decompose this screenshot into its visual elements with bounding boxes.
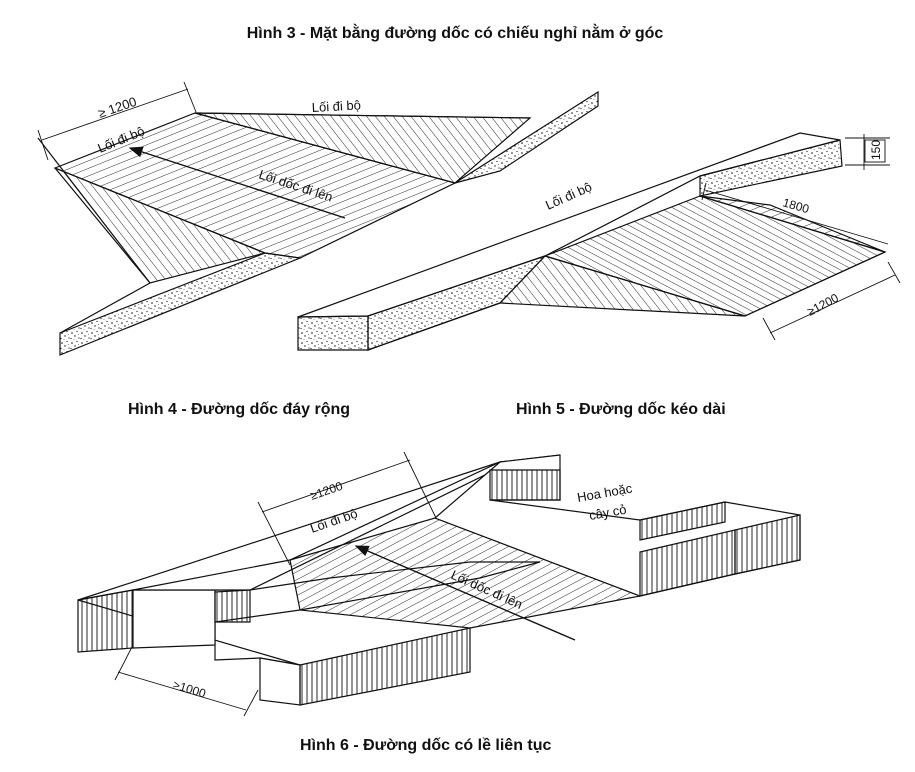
fig5-flare-near bbox=[498, 255, 746, 317]
fig6-right-face-2 bbox=[639, 501, 726, 541]
fig5-curb-front-left bbox=[297, 315, 369, 351]
fig6-left-face-inner bbox=[214, 589, 251, 623]
fig6-right-face-4 bbox=[734, 514, 801, 575]
fig6-left-face-3 bbox=[259, 657, 301, 706]
fig5-walkway-label: Lối đi bộ bbox=[543, 179, 594, 213]
fig4-curb-upper bbox=[454, 90, 599, 184]
fig6-left-face-2 bbox=[132, 589, 216, 649]
fig6-caption: Hình 6 - Đường dốc có lề liên tục bbox=[300, 737, 552, 754]
fig6-planting-label-1: Hoa hoặc bbox=[576, 480, 634, 505]
fig6-dim-gap: >1000 bbox=[171, 677, 208, 700]
fig5-diagram: Lối đi bộ 150 1800 ≥1200 bbox=[297, 132, 901, 351]
fig4-dim-width: ≥ 1200 bbox=[96, 94, 138, 121]
fig6-diagram: ≥1200 Lối đi bộ Hoa hoặc cây cỏ Lối dốc … bbox=[77, 451, 801, 717]
fig4-flare-bottom bbox=[54, 167, 267, 284]
fig6-left-face-4 bbox=[299, 627, 471, 706]
fig5-caption: Hình 5 - Đường dốc kéo dài bbox=[516, 401, 726, 418]
fig3-caption: Hình 3 - Mặt bằng đường dốc có chiếu ngh… bbox=[247, 23, 664, 42]
fig6-right-face-1 bbox=[489, 469, 561, 501]
fig5-dim-width: ≥1200 bbox=[805, 291, 841, 319]
fig4-diagram: ≥ 1200 Lối đi bộ Lối đi bộ Lối dốc đi lê… bbox=[37, 81, 599, 356]
fig6-left-face-1 bbox=[77, 589, 134, 653]
fig6-ramp-surface bbox=[289, 517, 643, 629]
fig6-dim-width: ≥1200 bbox=[308, 479, 344, 503]
fig5-dim-height: 150 bbox=[869, 140, 883, 160]
fig6-ramp-arrow bbox=[354, 545, 576, 641]
fig5-flare-far bbox=[699, 195, 886, 253]
fig4-ramp-arrow bbox=[128, 146, 346, 219]
fig5-curb-end-right bbox=[699, 139, 843, 197]
fig4-caption: Hình 4 - Đường dốc đáy rộng bbox=[128, 401, 350, 418]
fig4-walkway-top-label: Lối đi bộ bbox=[311, 97, 361, 115]
fig6-planting-label-2: cây cỏ bbox=[588, 502, 628, 523]
